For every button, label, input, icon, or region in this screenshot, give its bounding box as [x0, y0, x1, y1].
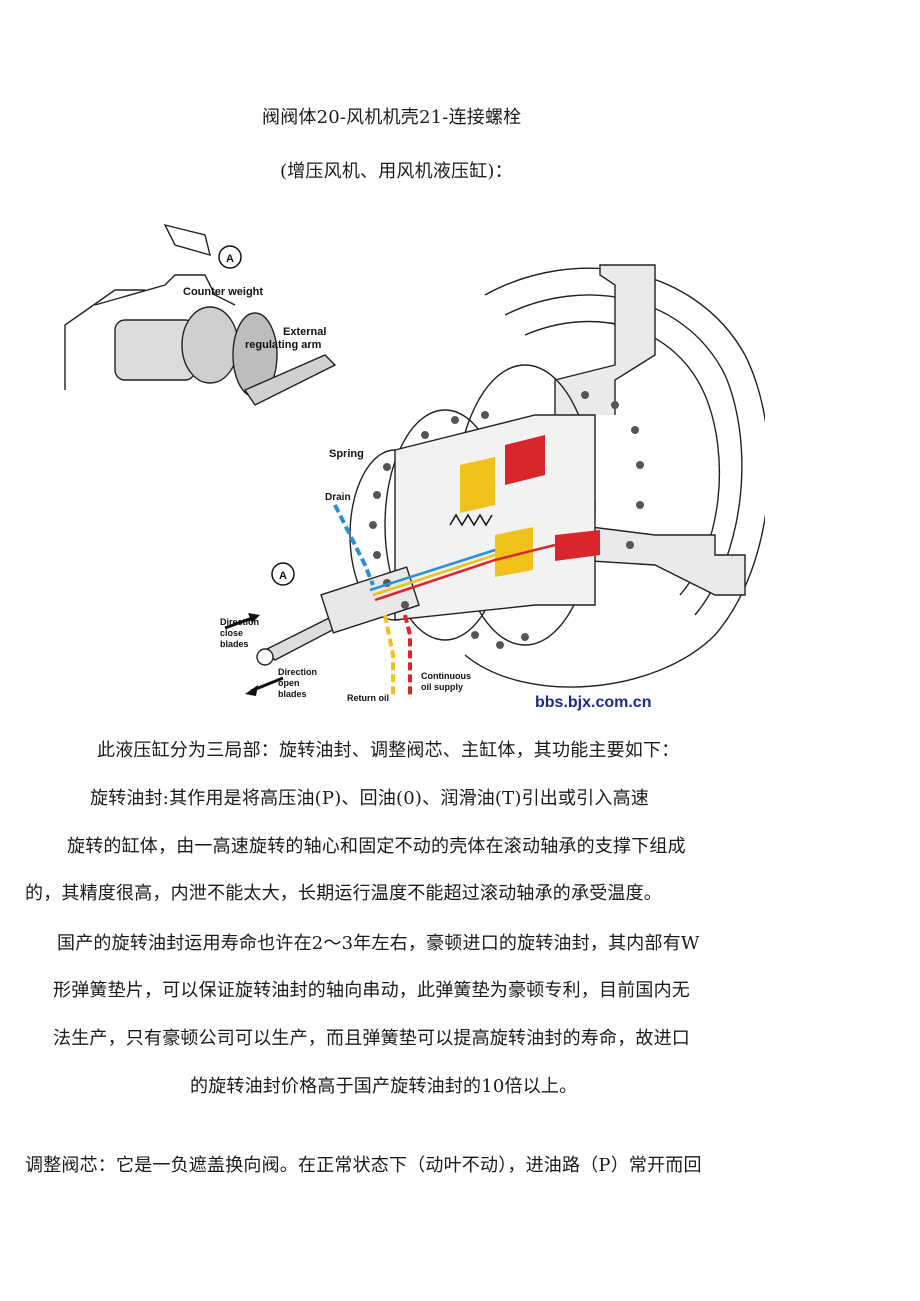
marker-a-bottom: A	[271, 562, 295, 586]
label-direction-open-1: Direction	[278, 667, 317, 677]
label-return-oil: Return oil	[347, 693, 389, 703]
left-shaft	[94, 274, 236, 306]
svg-text:A: A	[279, 570, 287, 582]
rod-eye	[256, 648, 274, 666]
watermark: bbs.bjx.com.cn	[535, 694, 651, 711]
valve-block	[320, 566, 420, 634]
title-line-2: (增压风机、用风机液压缸)：	[280, 161, 513, 182]
cylinder-body	[394, 414, 596, 621]
paragraph-3-line-2: 形弹簧垫片，可以保证旋转油封的轴向串动，此弹簧垫为豪顿专利，目前国内无	[53, 980, 690, 1001]
paragraph-1: 此液压缸分为三局部：旋转油封、调整阀芯、主缸体，其功能主要如下：	[97, 740, 680, 761]
oil-chamber-red-upper	[505, 435, 545, 485]
oil-chamber-red-lower	[555, 530, 600, 561]
internal-yellow-line	[372, 553, 496, 597]
paragraph-2-line-1: 旋转油封:其作用是将高压油(P)、回油(0)、润滑油(T)引出或引入高速	[90, 788, 649, 809]
fan-disc-inner	[504, 294, 743, 616]
label-direction-close-3: blades	[220, 639, 249, 649]
housing-profile-bottom	[574, 524, 746, 596]
drain-line	[333, 504, 375, 586]
regulating-arm	[243, 354, 337, 406]
label-continuous-1: Continuous	[421, 671, 471, 681]
housing-profile-top	[554, 264, 656, 415]
paragraph-2-line-2: 旋转的缸体，由一高速旋转的轴心和固定不动的壳体在滚动轴承的支撑下组成	[67, 836, 686, 857]
label-external-1: External	[283, 326, 326, 338]
label-spring: Spring	[329, 448, 364, 460]
hydraulic-cylinder-figure: A A Counter weight External regulating a…	[64, 223, 765, 711]
title-line-1: 阀阀体20-风机机壳21-连接螺栓	[262, 107, 522, 128]
paragraph-4: 调整阀芯：它是一负遮盖换向阀。在正常状态下（动叶不动），进油路（P）常开而回	[25, 1155, 702, 1176]
marker-a-top: A	[218, 245, 242, 269]
label-direction-close-1: Direction	[220, 617, 259, 627]
paragraph-3-line-1: 国产的旋转油封运用寿命也许在2～3年左右，豪顿进口的旋转油封，其内部有W	[57, 933, 700, 954]
label-direction-open-3: blades	[278, 689, 307, 699]
svg-text:A: A	[226, 253, 234, 265]
oil-chamber-yellow-upper	[460, 457, 495, 513]
left-bracket	[64, 289, 145, 390]
left-coupling	[181, 306, 239, 384]
return-line	[383, 614, 395, 695]
paragraph-3-line-3: 法生产，只有豪顿公司可以生产，而且弹簧垫可以提高旋转油封的寿命，故进口	[53, 1028, 690, 1049]
label-direction-close-2: close	[220, 628, 243, 638]
label-drain: Drain	[325, 492, 351, 503]
arrow-close-blades	[224, 615, 256, 630]
label-continuous-2: oil supply	[421, 682, 463, 692]
label-external-2: regulating arm	[245, 339, 322, 351]
label-counter-weight: Counter weight	[183, 286, 263, 298]
label-direction-open-2: open	[278, 678, 300, 688]
paragraph-2-line-3: 的，其精度很高，内泄不能太大，长期运行温度不能超过滚动轴承的承受温度。	[25, 883, 662, 904]
paragraph-3-line-4: 的旋转油封价格高于国产旋转油封的10倍以上。	[190, 1076, 578, 1097]
oil-chamber-yellow-lower	[495, 527, 533, 577]
spring-coil	[449, 513, 493, 527]
supply-line	[403, 614, 412, 695]
counterweight-arm	[163, 223, 211, 257]
internal-red-line	[374, 543, 556, 602]
internal-blue-line	[369, 548, 496, 592]
